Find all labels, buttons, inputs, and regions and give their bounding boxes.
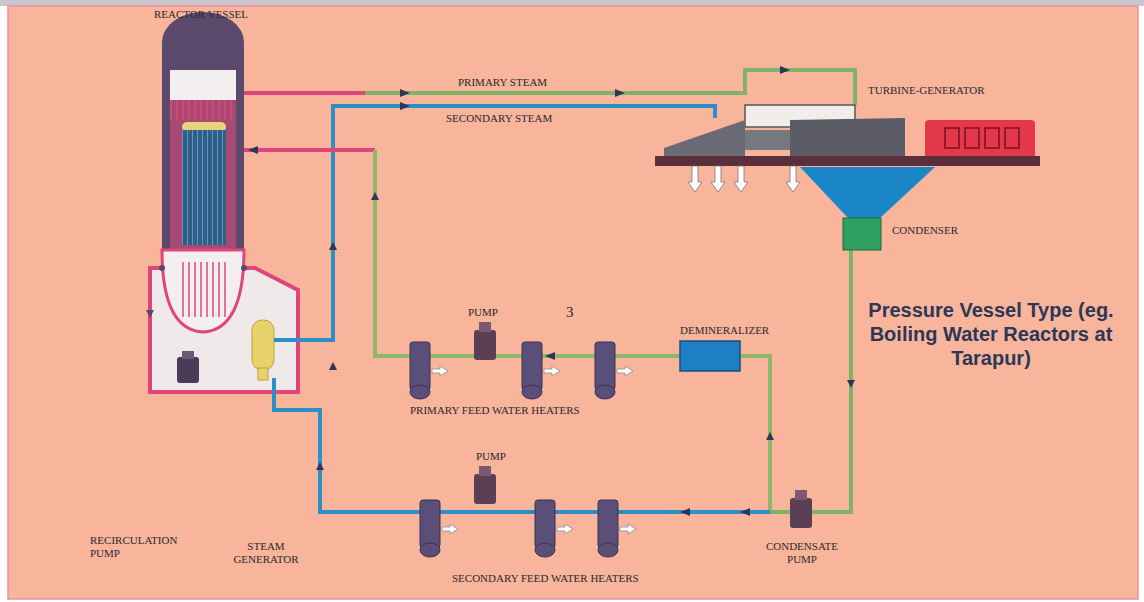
callout-number: 3 <box>566 304 574 321</box>
part-label: CONDENSER <box>892 224 958 237</box>
part-label: PUMP <box>476 450 506 463</box>
part-label: TURBINE-GENERATOR <box>868 84 985 97</box>
part-label: REACTOR VESSEL <box>154 8 248 21</box>
part-label: SECONDARY FEED WATER HEATERS <box>452 572 639 585</box>
part-label: PRIMARY STEAM <box>458 76 547 89</box>
part-label: STEAM GENERATOR <box>226 540 306 565</box>
part-label: CONDENSATE PUMP <box>762 540 842 565</box>
diagram-title: Pressure Vessel Type (eg. Boiling Water … <box>866 298 1116 370</box>
part-label: PRIMARY FEED WATER HEATERS <box>410 404 580 417</box>
part-label: PUMP <box>468 306 498 319</box>
part-label: SECONDARY STEAM <box>446 112 552 125</box>
part-label: RECIRCULATION PUMP <box>90 534 180 559</box>
part-label: DEMINERALIZER <box>680 324 769 337</box>
